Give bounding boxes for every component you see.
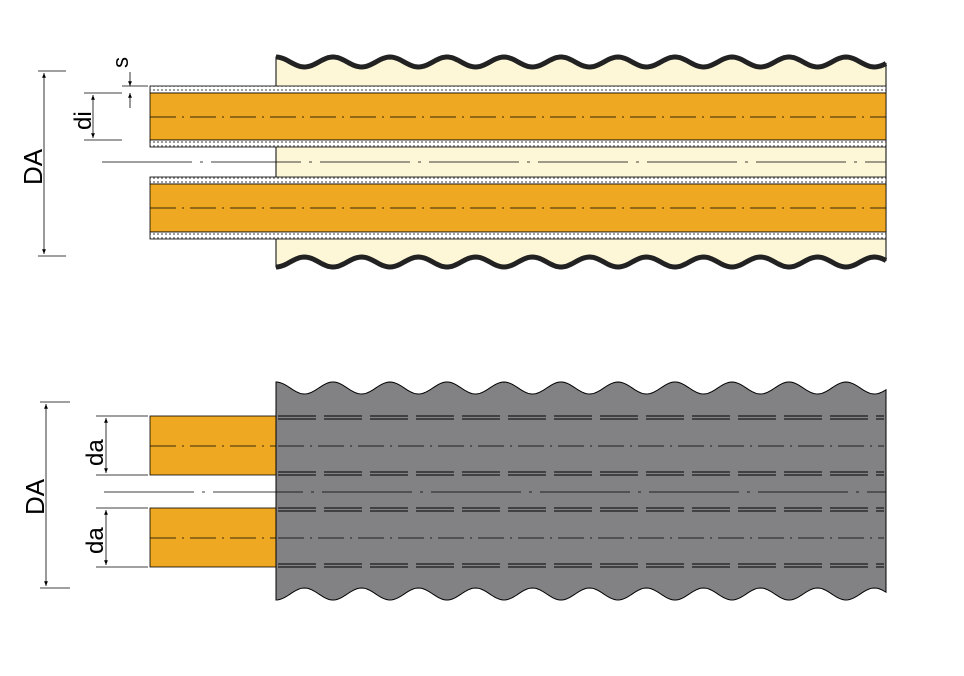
- dimension-da-upper: da: [82, 415, 148, 476]
- dimension-label-di: di: [70, 111, 97, 130]
- upper-pipe-stub: [149, 415, 279, 476]
- upper-pipe-fluid: [149, 92, 887, 141]
- hidden-pipe-edges: [278, 415, 884, 568]
- dimension-label-s: s: [108, 57, 133, 68]
- top-diagram: DA di s: [18, 54, 888, 270]
- corrugated-casing-upper: [275, 54, 888, 70]
- dimension-DA-top: DA: [18, 70, 66, 257]
- dimension-s: s: [108, 57, 148, 108]
- bottom-diagram: DA da da: [20, 381, 887, 601]
- dimension-label-DA-bottom: DA: [20, 478, 50, 515]
- corrugated-casing-lower: [275, 254, 888, 270]
- upper-pipe-wall-top: [149, 85, 887, 94]
- upper-pipe-wall-bottom: [149, 139, 887, 148]
- dimension-label-da-lower: da: [82, 527, 109, 554]
- lower-pipe-wall-top: [149, 176, 887, 185]
- dimension-label-da-upper: da: [82, 439, 109, 466]
- lower-pipe: [149, 176, 887, 240]
- dimension-di: di: [70, 92, 122, 141]
- dimension-DA-bottom: DA: [20, 401, 70, 589]
- dimension-label-DA: DA: [18, 148, 48, 185]
- lower-pipe-stub: [149, 507, 279, 568]
- dimension-da-lower: da: [82, 507, 148, 568]
- lower-pipe-wall-bottom: [149, 231, 887, 240]
- upper-pipe: [149, 85, 887, 148]
- insulation-jacket-grey: [275, 381, 887, 601]
